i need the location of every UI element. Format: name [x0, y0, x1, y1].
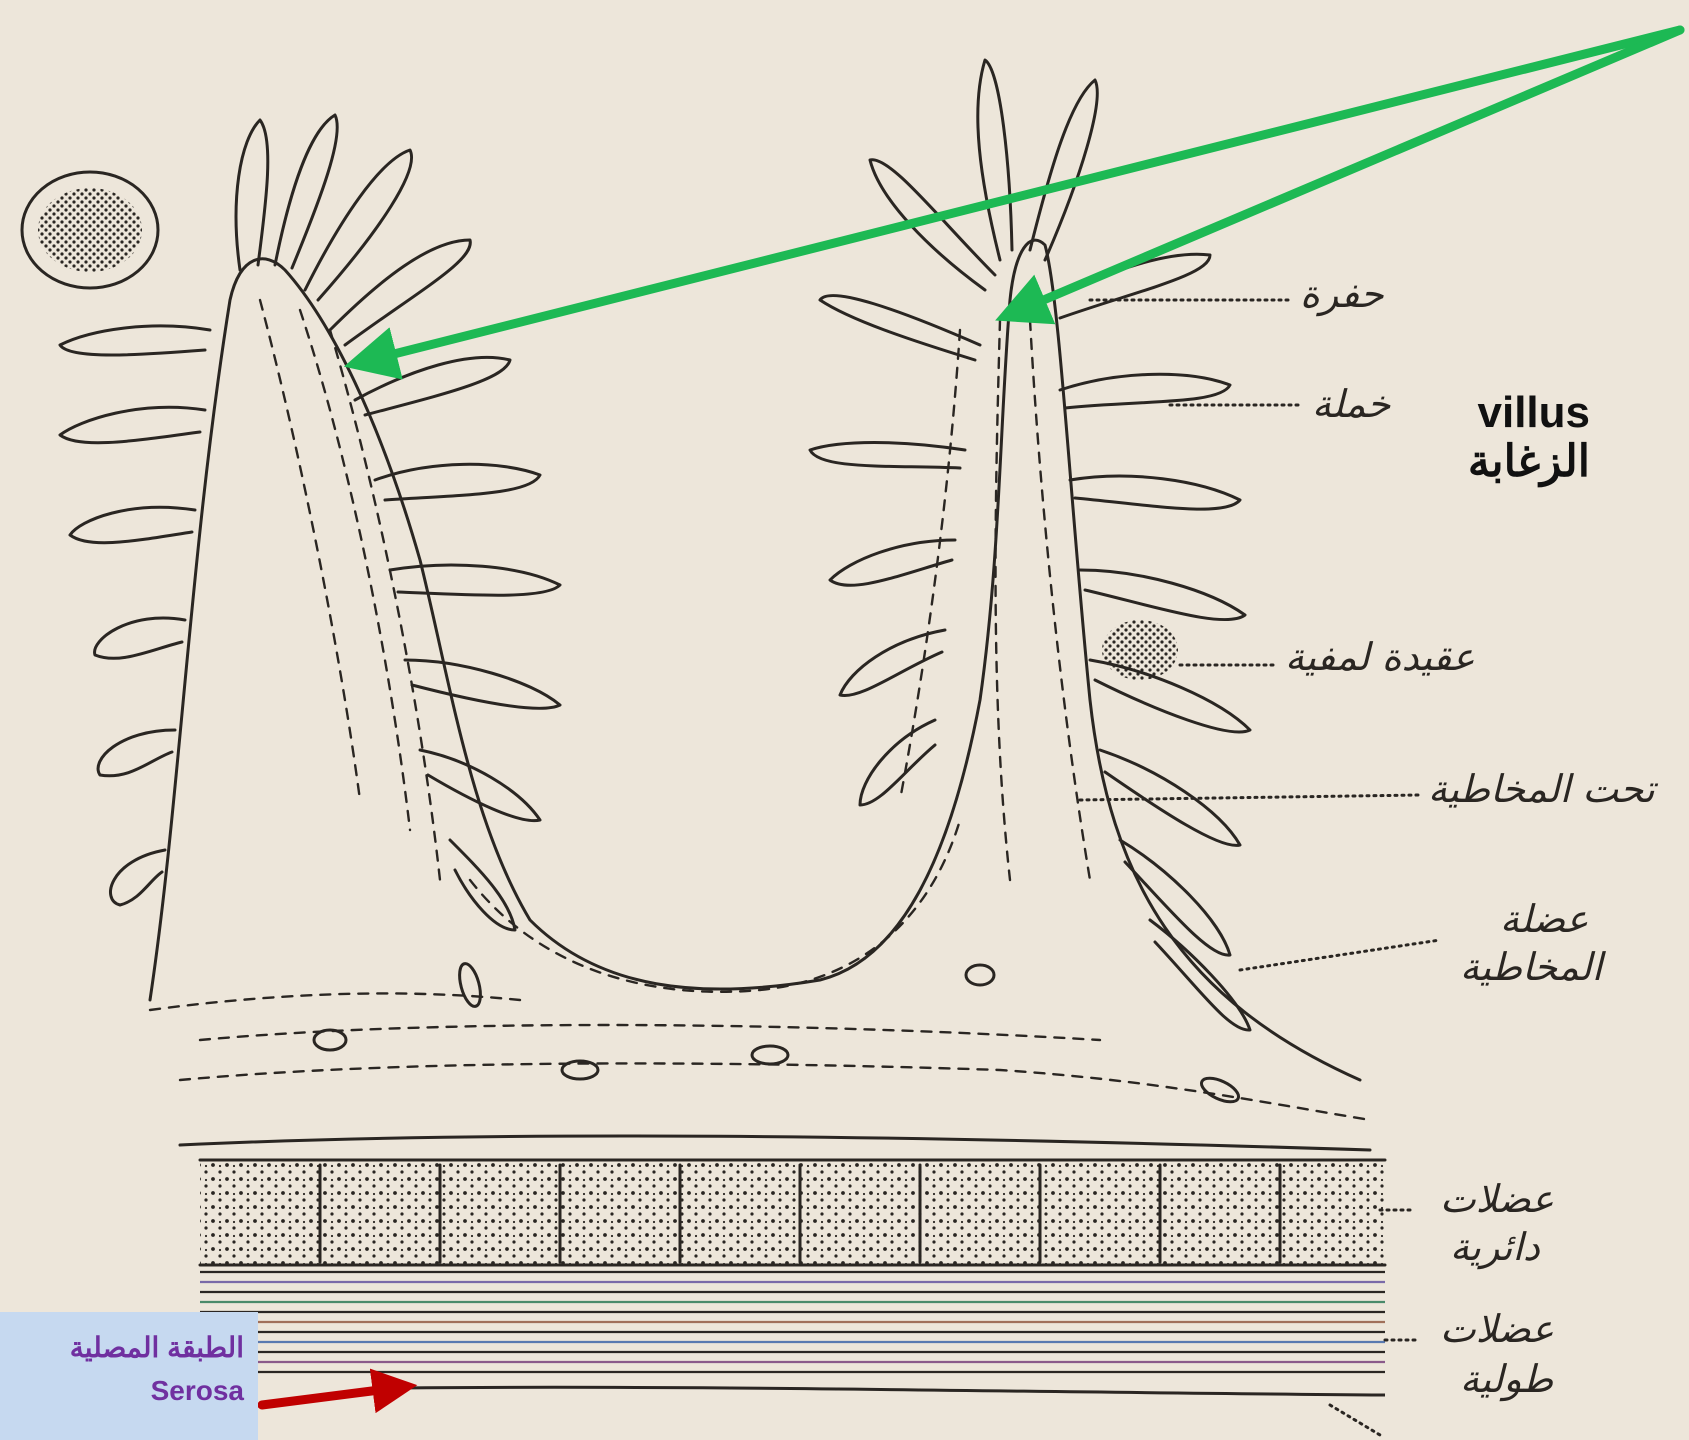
- villus-callout: villus الزغابة: [1440, 388, 1590, 487]
- muscularis-mucosa-line: [180, 1136, 1370, 1150]
- longitudinal-muscle-layer: [200, 1272, 1385, 1395]
- label-circular-muscle-1: عضلات: [1440, 1180, 1554, 1220]
- label-circular-muscle-2: دائرية: [1450, 1228, 1540, 1268]
- villus-core-left: [260, 300, 440, 880]
- villus-core-right: [900, 320, 1090, 880]
- green-pointer-arrows: [370, 30, 1680, 360]
- label-longitudinal-muscle-1: عضلات: [1440, 1310, 1554, 1350]
- right-villus-fingers: [810, 60, 1250, 1030]
- serosa-arabic: الطبقة المصلية: [0, 1326, 244, 1369]
- villus-arabic: الزغابة: [1440, 437, 1590, 486]
- lymph-nodule-top-fill: [38, 188, 142, 272]
- red-serosa-arrow: [262, 1388, 395, 1405]
- serosa-english: Serosa: [151, 1375, 244, 1406]
- label-submucosa: تحت المخاطية: [1428, 770, 1655, 810]
- label-muscularis-mucosa-1: عضلة: [1500, 900, 1589, 940]
- lymph-nodule-right: [1102, 620, 1178, 680]
- serosa-callout: الطبقة المصلية Serosa: [0, 1312, 258, 1440]
- label-lymph-nodule: عقيدة لمفية: [1285, 638, 1475, 678]
- circular-muscle-layer: [200, 1160, 1385, 1265]
- submucosa-texture: [150, 993, 1370, 1120]
- label-villus-ar: خملة: [1312, 385, 1390, 425]
- label-pit: حفرة: [1300, 275, 1384, 315]
- crypt-lining: [470, 820, 960, 992]
- villus-left-outline: [150, 240, 1360, 1080]
- label-longitudinal-muscle-2: طولية: [1460, 1360, 1553, 1400]
- villus-english: villus: [1478, 388, 1591, 437]
- submucosa-cells: [314, 961, 1242, 1106]
- label-muscularis-mucosa-2: المخاطية: [1460, 948, 1602, 988]
